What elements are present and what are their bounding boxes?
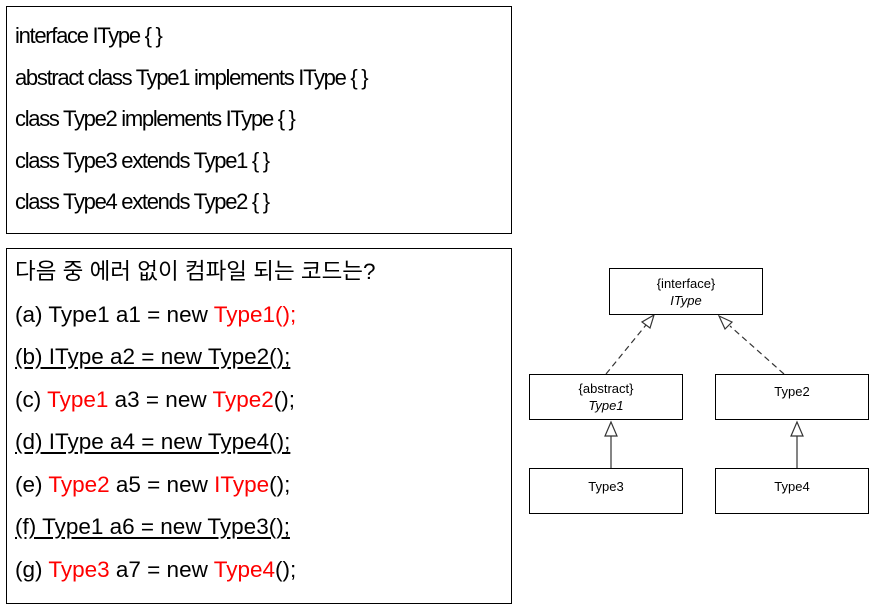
option-a-text: (a) Type1 a1 = new bbox=[15, 301, 214, 327]
option-b: (b) IType a2 = new Type2(); bbox=[15, 336, 503, 379]
realization-arrow-type2 bbox=[717, 314, 734, 331]
option-c-red-1: Type1 bbox=[47, 386, 109, 412]
uml-connectors bbox=[604, 313, 804, 468]
generalization-arrow-type3 bbox=[604, 420, 618, 437]
question-title: 다음 중 에러 없이 컴파일 되는 코드는? bbox=[15, 259, 376, 284]
type1-stereotype: {abstract} bbox=[578, 381, 634, 396]
type1-name: Type1 bbox=[588, 398, 624, 413]
option-g-suffix: (); bbox=[274, 556, 297, 582]
option-d: (d) IType a4 = new Type4(); bbox=[15, 421, 503, 464]
realization-line-type1 bbox=[605, 324, 647, 375]
option-b-text: (b) IType a2 = new Type2(); bbox=[15, 344, 291, 369]
uml-diagram: {interface} IType {abstract} Type1 Type2… bbox=[520, 250, 880, 530]
uml-type4-box: Type4 bbox=[715, 468, 869, 514]
option-g-red-2: Type4 bbox=[213, 556, 275, 582]
itype-name: IType bbox=[670, 293, 702, 308]
option-a: (a) Type1 a1 = new Type1(); bbox=[15, 294, 503, 337]
option-e-mid: a5 = new bbox=[109, 471, 215, 497]
type3-name: Type3 bbox=[588, 479, 624, 494]
generalization-arrow-type4 bbox=[790, 420, 804, 437]
uml-type1-box: {abstract} Type1 bbox=[529, 374, 683, 420]
option-e-prefix: (e) bbox=[15, 471, 49, 497]
option-c-prefix: (c) bbox=[15, 386, 48, 412]
option-f-text: (f) Type1 a6 = new Type3(); bbox=[15, 514, 290, 539]
option-e-red-1: Type2 bbox=[48, 471, 110, 497]
type2-name: Type2 bbox=[774, 384, 810, 399]
option-c-suffix: (); bbox=[273, 386, 295, 412]
code-line-type2: class Type2 implements IType { } bbox=[15, 106, 296, 131]
option-g-mid: a7 = new bbox=[109, 556, 214, 582]
option-c-red-2: Type2 bbox=[212, 386, 274, 412]
option-f: (f) Type1 a6 = new Type3(); bbox=[15, 506, 503, 549]
code-line-type4: class Type4 extends Type2 { } bbox=[15, 189, 270, 214]
quiz-box: 다음 중 에러 없이 컴파일 되는 코드는? (a) Type1 a1 = ne… bbox=[6, 248, 512, 604]
code-line-type1: abstract class Type1 implements IType { … bbox=[15, 64, 369, 90]
realization-line-type2 bbox=[729, 325, 785, 375]
uml-type3-box: Type3 bbox=[529, 468, 683, 514]
option-g-prefix: (g) bbox=[15, 556, 49, 582]
code-line-interface: interface IType { } bbox=[15, 23, 163, 48]
code-line-type3: class Type3 extends Type1 { } bbox=[15, 147, 270, 173]
type4-name: Type4 bbox=[774, 479, 810, 494]
option-d-text: (d) IType a4 = new Type4(); bbox=[15, 429, 291, 454]
uml-type2-box: Type2 bbox=[715, 374, 869, 420]
option-c-mid: a3 = new bbox=[108, 386, 213, 412]
uml-itype-box: {interface} IType bbox=[609, 268, 763, 315]
option-e: (e) Type2 a5 = new IType(); bbox=[15, 464, 503, 507]
code-box: interface IType { } abstract class Type1… bbox=[6, 6, 512, 234]
option-a-red: Type1(); bbox=[213, 301, 297, 327]
option-c: (c) Type1 a3 = new Type2(); bbox=[15, 379, 503, 422]
option-g: (g) Type3 a7 = new Type4(); bbox=[15, 549, 503, 592]
realization-arrow-type1 bbox=[640, 313, 656, 329]
option-g-red-1: Type3 bbox=[48, 556, 110, 582]
itype-stereotype: {interface} bbox=[656, 276, 716, 291]
option-e-suffix: (); bbox=[269, 471, 291, 497]
option-e-red-2: IType bbox=[214, 471, 270, 497]
